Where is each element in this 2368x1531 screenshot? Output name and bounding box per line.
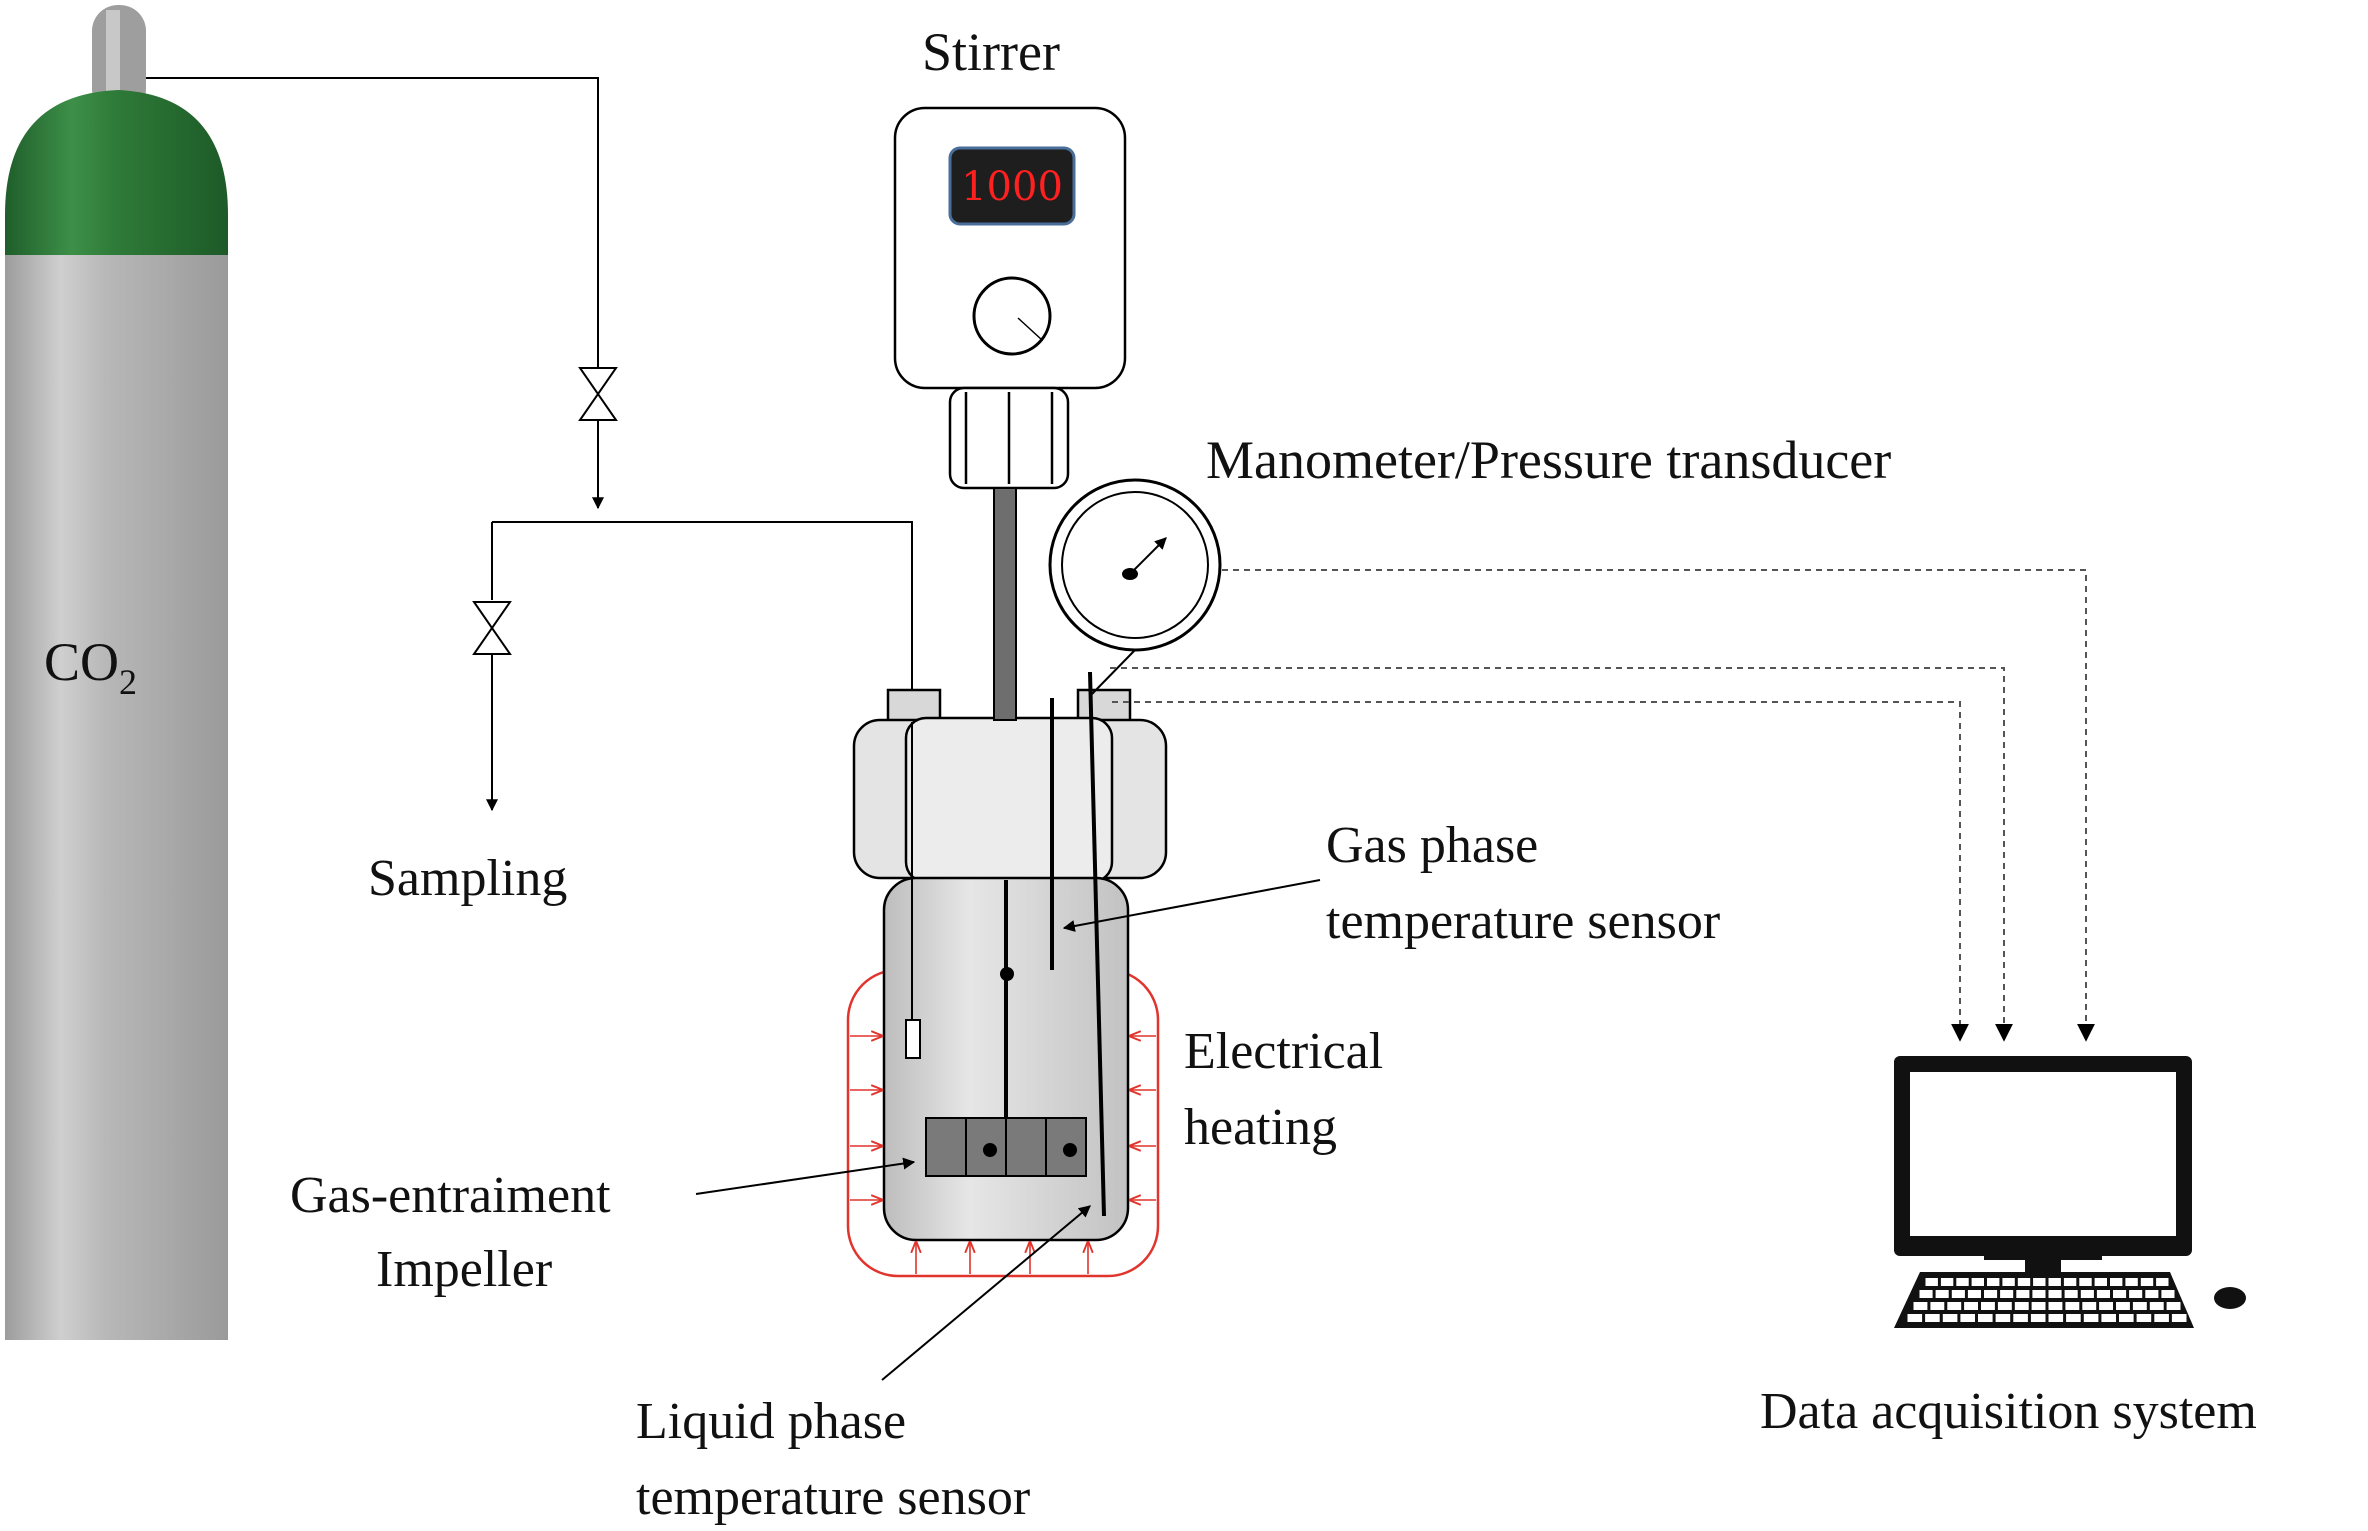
- keyboard-key: [2016, 1290, 2030, 1298]
- keyboard-key: [2063, 1278, 2077, 1286]
- pressure-gauge-icon: [1048, 478, 1222, 695]
- keyboard-key: [2080, 1290, 2094, 1298]
- keyboard-key: [1940, 1278, 1954, 1286]
- keyboard-key: [2064, 1290, 2078, 1298]
- keyboard-key: [2079, 1278, 2092, 1286]
- liquid-sensor-label-line1: Liquid phase: [636, 1393, 906, 1450]
- keyboard-key: [2101, 1314, 2116, 1322]
- reactor-internals: [905, 487, 1106, 1217]
- stirrer-speed-display: 1000: [961, 164, 1063, 210]
- keyboard-key: [2065, 1302, 2080, 1310]
- keyboard-key: [2096, 1290, 2110, 1298]
- keyboard-key: [2140, 1278, 2154, 1286]
- gas-supply-line: [146, 77, 913, 812]
- stirrer-unit: [893, 106, 1127, 390]
- stirrer-label: Stirrer: [922, 22, 1060, 82]
- keyboard-key: [2149, 1302, 2164, 1310]
- manometer-label: Manometer/Pressure transducer: [1206, 430, 1891, 490]
- desktop-computer-icon: [1894, 1056, 2246, 1328]
- impeller-label-line2: Impeller: [376, 1241, 552, 1298]
- keyboard-key: [2171, 1314, 2187, 1322]
- keyboard-key: [1997, 1302, 2012, 1310]
- keyboard-key: [2082, 1302, 2097, 1310]
- keyboard-key: [2013, 1314, 2028, 1322]
- keyboard-key: [2161, 1290, 2175, 1298]
- liquid-sensor-label-line2: temperature sensor: [636, 1469, 1030, 1526]
- keyboard-key: [2113, 1290, 2127, 1298]
- keyboard-key: [2132, 1302, 2147, 1310]
- keyboard-key: [2032, 1290, 2046, 1298]
- keyboard-key: [2031, 1302, 2046, 1310]
- keyboard-key: [1919, 1290, 1933, 1298]
- gas-sensor-label-line2: temperature sensor: [1326, 893, 1720, 950]
- data-acquisition-label: Data acquisition system: [1760, 1383, 2257, 1440]
- liquid-sensor-pointer: [881, 1205, 1091, 1381]
- valve-icon: [578, 367, 618, 421]
- keyboard-key: [2094, 1278, 2107, 1286]
- keyboard-key: [1913, 1302, 1928, 1310]
- keyboard-key: [1947, 1302, 1962, 1310]
- heating-arrows: [850, 1036, 1156, 1274]
- keyboard-key: [2110, 1278, 2123, 1286]
- keyboard-key: [2033, 1278, 2046, 1286]
- keyboard-key: [2030, 1314, 2046, 1322]
- keyboard-key: [1987, 1278, 2000, 1286]
- keyboard-key: [1964, 1302, 1978, 1310]
- keyboard-key: [2099, 1302, 2113, 1310]
- keyboard-key: [2048, 1278, 2061, 1286]
- valve-icon: [472, 601, 512, 655]
- keyboard-key: [2136, 1314, 2152, 1322]
- keyboard-key: [2014, 1302, 2029, 1310]
- keyboard-key: [2145, 1290, 2159, 1298]
- keyboard-key: [2048, 1302, 2063, 1310]
- keyboard-key: [2154, 1314, 2169, 1322]
- keyboard-key: [1995, 1314, 2011, 1322]
- keyboard-key: [2125, 1278, 2138, 1286]
- heating-label-line1: Electrical: [1184, 1023, 1383, 1080]
- keyboard-key: [1951, 1290, 1965, 1298]
- keyboard-key: [1984, 1290, 1998, 1298]
- keyboard-key: [2156, 1278, 2169, 1286]
- signal-lines: [1110, 569, 2095, 1042]
- keyboard-key: [2048, 1290, 2062, 1298]
- keyboard-key: [1971, 1278, 1984, 1286]
- keyboard-key: [1978, 1314, 1993, 1322]
- keyboard-key: [1935, 1290, 1949, 1298]
- keyboard-key: [1956, 1278, 1969, 1286]
- keyboard-key: [1925, 1278, 1938, 1286]
- impeller-pointer: [695, 1157, 916, 1195]
- gas-sensor-label-line1: Gas phase: [1326, 817, 1538, 874]
- keyboard-key: [2083, 1314, 2099, 1322]
- keyboard-key: [2066, 1314, 2081, 1322]
- keyboard-key: [2017, 1278, 2031, 1286]
- keyboard-key: [2119, 1314, 2134, 1322]
- heating-label-line2: heating: [1184, 1099, 1337, 1156]
- co2-label: CO2: [44, 632, 137, 702]
- gas-entrainment-impeller: [925, 1117, 1087, 1177]
- stirrer-coupling: [948, 386, 1070, 490]
- keyboard-key: [2116, 1302, 2130, 1310]
- keyboard-key: [1925, 1314, 1940, 1322]
- keyboard-key: [2166, 1302, 2181, 1310]
- keyboard-key: [1960, 1314, 1975, 1322]
- keyboard-key: [1907, 1314, 1923, 1322]
- keyboard-key: [1942, 1314, 1958, 1322]
- gas-sensor-pointer: [1062, 879, 1321, 932]
- keyboard-key: [2129, 1290, 2143, 1298]
- keyboard-key: [2002, 1278, 2015, 1286]
- sampling-label: Sampling: [368, 850, 567, 907]
- keyboard-key: [1967, 1290, 1981, 1298]
- keyboard-key: [1981, 1302, 1995, 1310]
- keyboard-key: [2048, 1314, 2064, 1322]
- impeller-label-line1: Gas-entraiment: [290, 1167, 611, 1224]
- gas-cylinder-icon: [5, 5, 228, 1340]
- keyboard-key: [1930, 1302, 1945, 1310]
- keyboard-key: [2000, 1290, 2014, 1298]
